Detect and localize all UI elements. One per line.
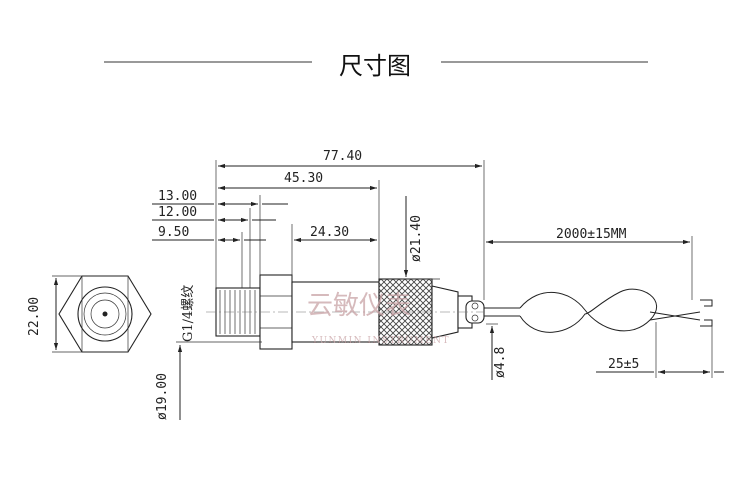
- dim-wire-strip: 25±5: [596, 322, 724, 378]
- dim-9-label: 9.50: [158, 225, 189, 240]
- dim-13-label: 13.00: [158, 189, 197, 204]
- dim-77-label: 77.40: [323, 149, 362, 164]
- dim-77-40: 77.40: [218, 149, 482, 169]
- dim-dia-4-8: ø4.8: [486, 323, 508, 380]
- dim-4-8-label: ø4.8: [493, 347, 508, 378]
- dim-21-label: ø21.40: [409, 215, 424, 262]
- dim-22-00: 22.00: [27, 275, 82, 353]
- thread-label: G1/4螺纹: [181, 285, 196, 342]
- dim-cable-length: 2000±15MM: [486, 227, 693, 300]
- dim-25-label: 25±5: [608, 357, 639, 372]
- dim-13-00: 13.00: [152, 189, 288, 207]
- watermark-en: YUNMIN INSTRUMENT: [311, 336, 450, 346]
- dim-dia-21-40: ø21.40: [402, 196, 440, 280]
- dim-45-30: 45.30: [218, 171, 377, 191]
- dim-dia-19-00: ø19.00: [155, 341, 262, 420]
- dim-19-label: ø19.00: [155, 373, 170, 420]
- page-title: 尺寸图: [339, 52, 411, 80]
- dim-22-label: 22.00: [27, 297, 42, 336]
- extension-lines: [215, 160, 485, 300]
- watermark-cn: 云敏仪表: [307, 291, 411, 321]
- dim-12-label: 12.00: [158, 205, 197, 220]
- dim-cable-label: 2000±15MM: [556, 227, 627, 242]
- dim-45-label: 45.30: [284, 171, 323, 186]
- end-view-hex: [58, 275, 152, 353]
- dim-24-30: 24.30: [294, 225, 377, 243]
- cable-drawing: [484, 288, 713, 333]
- dim-9-50: 9.50: [152, 225, 266, 243]
- dim-24-label: 24.30: [310, 225, 349, 240]
- dim-12-00: 12.00: [152, 205, 276, 223]
